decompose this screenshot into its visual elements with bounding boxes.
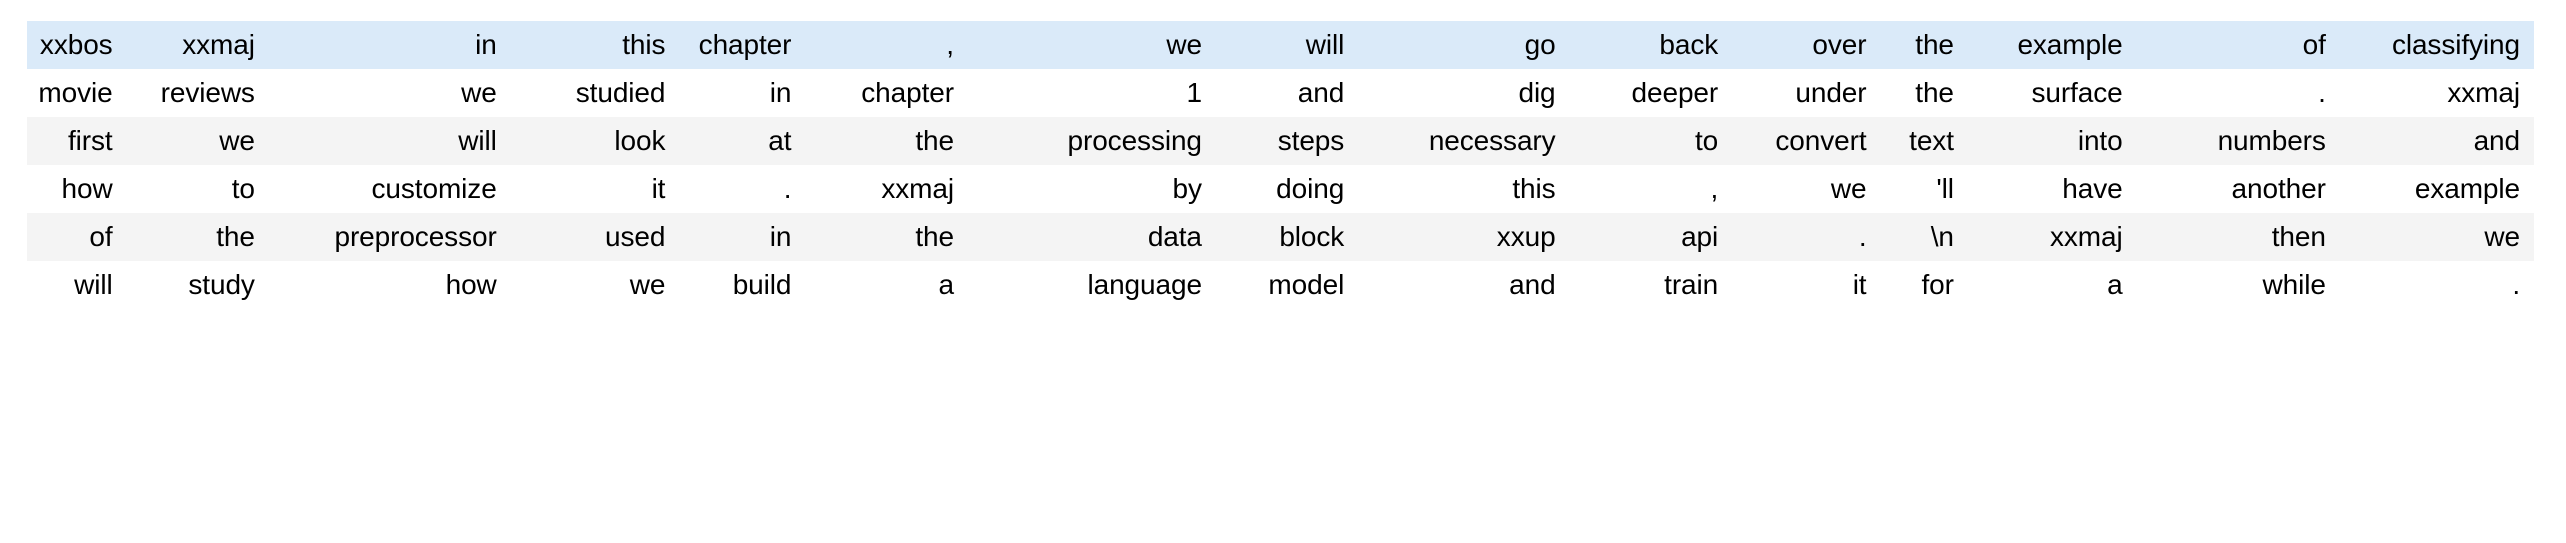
token-cell: back: [1659, 29, 1719, 60]
token-cell: in: [769, 77, 792, 108]
token-cell: we: [219, 125, 255, 156]
token-cell: and: [2473, 125, 2521, 156]
token-cell: a: [938, 269, 954, 300]
token-cell: reviews: [160, 77, 255, 108]
token-cell: the: [1915, 29, 1954, 60]
token-cell: another: [2231, 173, 2326, 204]
token-cell: for: [1921, 269, 1954, 300]
token-cell: a: [2107, 269, 2123, 300]
token-cell: \n: [1930, 221, 1954, 252]
token-cell: model: [1268, 269, 1345, 300]
token-cell: 1: [1186, 77, 1202, 108]
token-cell: deeper: [1631, 77, 1719, 108]
token-cell: will: [1305, 29, 1345, 60]
token-cell: to: [1694, 125, 1719, 156]
token-cell: the: [915, 221, 954, 252]
token-cell: under: [1795, 77, 1867, 108]
token-cell: ,: [1710, 173, 1719, 204]
token-cell: and: [1297, 77, 1345, 108]
token-cell: studied: [575, 77, 666, 108]
table-row: how to customize it. xxmaj by doing this, we 'll h…: [27, 165, 2534, 213]
token-cell: go: [1524, 29, 1556, 60]
token-cell: .: [783, 173, 792, 204]
token-cell: processing: [1067, 125, 1203, 156]
token-cell: the: [216, 221, 255, 252]
token-cell: the: [1915, 77, 1954, 108]
token-cell: xxmaj: [182, 29, 255, 60]
token-cell: movie: [38, 77, 113, 108]
token-cell: numbers: [2217, 125, 2326, 156]
token-cell: into: [2077, 125, 2123, 156]
token-cell: customize: [371, 173, 497, 204]
token-cell: .: [1858, 221, 1867, 252]
token-table-container: xxbos xxmaj in this chapter, we will go back over…: [27, 21, 2534, 309]
token-cell: classifying: [2391, 29, 2520, 60]
token-cell: study: [188, 269, 255, 300]
token-cell: we: [2484, 221, 2520, 252]
token-cell: xxmaj: [2049, 221, 2123, 252]
token-cell: by: [1172, 173, 1202, 204]
token-cell: this: [1512, 173, 1556, 204]
token-cell: train: [1664, 269, 1719, 300]
token-cell: 'll: [1936, 173, 1954, 204]
token-cell: api: [1681, 221, 1719, 252]
token-cell: have: [2062, 173, 2123, 204]
token-cell: at: [768, 125, 792, 156]
table-row: xxbos xxmaj in this chapter, we will go back over…: [27, 21, 2534, 69]
token-cell: to: [231, 173, 255, 204]
token-table-body: xxbos xxmaj in this chapter, we will go back over…: [27, 21, 2534, 309]
token-cell: how: [445, 269, 497, 300]
token-cell: we: [1166, 29, 1202, 60]
table-row: of the preprocessor used in the data block xxup a…: [27, 213, 2534, 261]
token-cell: necessary: [1428, 125, 1556, 156]
token-cell: used: [605, 221, 666, 252]
token-cell: .: [2512, 269, 2520, 300]
token-cell: ,: [946, 29, 954, 60]
token-cell: will: [458, 125, 497, 156]
token-cell: while: [2262, 269, 2326, 300]
token-cell: data: [1147, 221, 1202, 252]
table-row: movie reviews we studied in chapter 1 and dig dee…: [27, 69, 2534, 117]
token-cell: this: [622, 29, 666, 60]
token-cell: xxup: [1496, 221, 1556, 252]
token-cell: chapter: [861, 77, 954, 108]
token-cell: example: [2017, 29, 2123, 60]
token-cell: we: [461, 77, 497, 108]
token-cell: in: [769, 221, 792, 252]
token-cell: preprocessor: [334, 221, 497, 252]
table-row: first we will look at the processing steps neces…: [27, 117, 2534, 165]
token-cell: of: [2302, 29, 2326, 60]
token-cell: we: [629, 269, 666, 300]
token-cell: will: [74, 269, 113, 300]
token-cell: dig: [1518, 77, 1556, 108]
token-cell: convert: [1775, 125, 1867, 156]
token-cell: the: [915, 125, 954, 156]
token-cell: and: [1509, 269, 1556, 300]
token-cell: we: [1830, 173, 1867, 204]
token-cell: xxmaj: [2447, 77, 2520, 108]
token-cell: steps: [1277, 125, 1345, 156]
token-cell: .: [2318, 77, 2326, 108]
token-cell: chapter: [698, 29, 792, 60]
token-cell: it: [651, 173, 666, 204]
token-cell: text: [1909, 125, 1954, 156]
token-table: xxbos xxmaj in this chapter, we will go back over…: [27, 21, 2534, 309]
token-cell: first: [67, 125, 113, 156]
token-cell: surface: [2031, 77, 2123, 108]
token-cell: doing: [1276, 173, 1345, 204]
token-cell: then: [2271, 221, 2326, 252]
token-cell: xxmaj: [881, 173, 954, 204]
token-cell: language: [1087, 269, 1202, 300]
token-cell: of: [89, 221, 113, 252]
token-cell: build: [732, 269, 792, 300]
token-cell: in: [475, 29, 497, 60]
table-row: will study how we build a language model and trai…: [27, 261, 2534, 309]
token-cell: look: [614, 125, 666, 156]
token-cell: xxbos: [39, 29, 113, 60]
token-cell: over: [1812, 29, 1867, 60]
token-cell: example: [2414, 173, 2520, 204]
token-cell: it: [1852, 269, 1867, 300]
token-cell: block: [1279, 221, 1345, 252]
token-cell: how: [61, 173, 113, 204]
